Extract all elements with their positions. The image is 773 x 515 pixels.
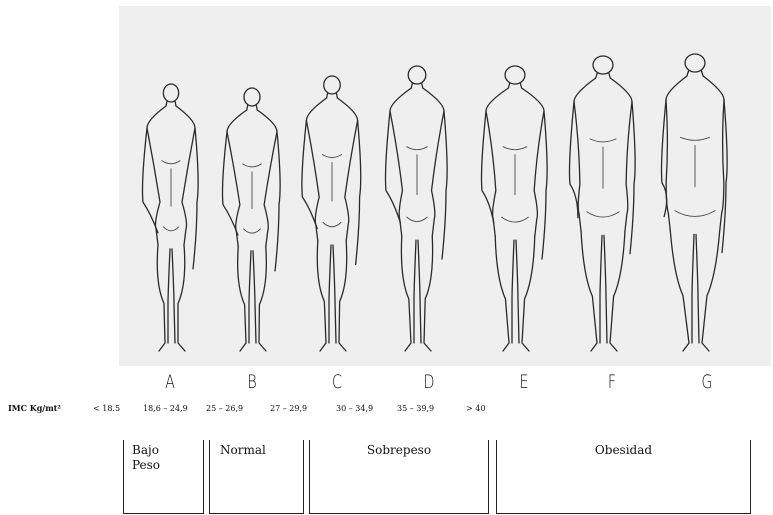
head <box>408 66 426 84</box>
head <box>593 56 613 74</box>
range-e: 30 – 34,9 <box>336 404 373 413</box>
body-detail <box>322 155 341 227</box>
body-figures <box>119 6 771 366</box>
body-figure-g <box>662 54 728 351</box>
body-figure-a <box>143 84 199 351</box>
body-figure-b <box>223 88 281 351</box>
figure-letter-d: D <box>418 371 441 393</box>
legs <box>317 241 346 351</box>
body-sketch-panel <box>119 6 771 366</box>
head <box>163 84 178 102</box>
body-detail <box>502 147 529 222</box>
figure-letter-c: C <box>326 371 349 393</box>
figure-letter-b: B <box>241 371 264 393</box>
body-figure-c <box>302 76 361 351</box>
body-figure-f <box>570 56 636 351</box>
body-detail <box>162 161 180 231</box>
head <box>685 54 705 72</box>
category-obesidad: Obesidad <box>497 440 750 458</box>
body-detail <box>675 137 715 216</box>
body-detail <box>407 147 428 222</box>
legs <box>581 231 625 351</box>
imc-axis-label: IMC Kg/mt² <box>8 403 61 413</box>
figure-letter-f: F <box>601 371 624 393</box>
range-c: 25 – 26,9 <box>206 404 243 413</box>
legs <box>670 230 719 351</box>
legs <box>495 236 535 351</box>
category-bajo-peso: Bajo Peso <box>124 440 172 473</box>
figure-letter-a: A <box>159 371 182 393</box>
head <box>324 76 341 94</box>
range-g: > 40 <box>466 404 485 413</box>
bracket-sobrepeso: Sobrepeso <box>309 440 489 514</box>
arms <box>482 111 548 259</box>
body-detail <box>587 139 619 217</box>
bracket-bajo-peso: Bajo Peso <box>123 440 204 514</box>
legs <box>238 247 267 351</box>
head <box>505 66 525 84</box>
range-b: 18,6 – 24,9 <box>143 404 188 413</box>
category-normal: Normal <box>210 440 303 458</box>
head <box>244 88 260 106</box>
range-d: 27 – 29,9 <box>270 404 307 413</box>
figure-letter-e: E <box>513 371 536 393</box>
range-a: < 18.5 <box>93 404 120 413</box>
arms <box>662 100 728 253</box>
body-detail <box>243 164 262 233</box>
range-f: 35 – 39,9 <box>397 404 434 413</box>
bracket-obesidad: Obesidad <box>496 440 751 514</box>
legs <box>157 245 185 351</box>
body-figure-d <box>386 66 448 351</box>
body-figure-e <box>482 66 548 351</box>
figure-letter-g: G <box>696 371 719 393</box>
legs <box>401 236 432 351</box>
bracket-normal: Normal <box>209 440 304 514</box>
category-sobrepeso: Sobrepeso <box>310 440 488 458</box>
